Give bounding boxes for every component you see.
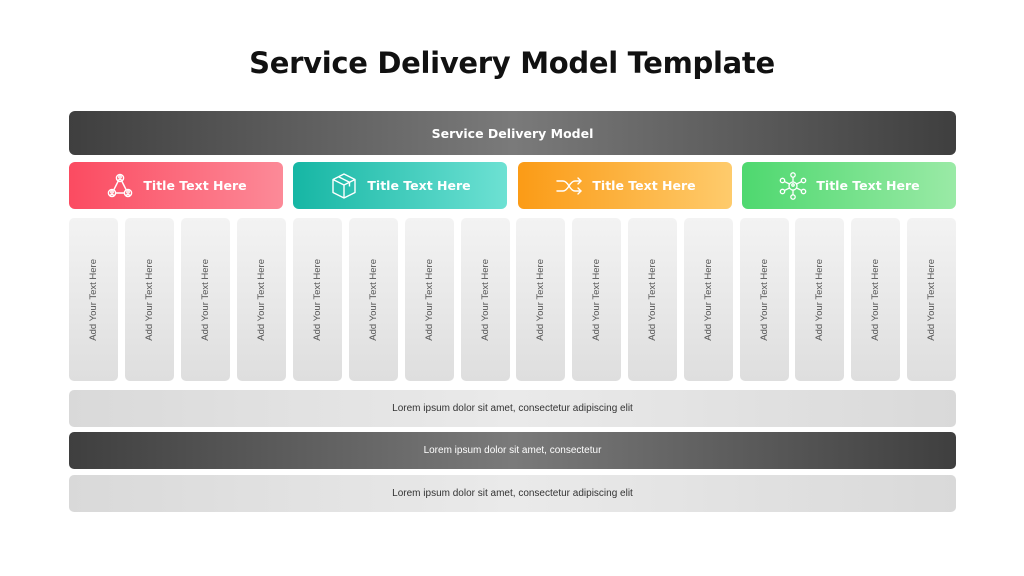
text-column: Add Your Text Here: [461, 218, 510, 381]
network-hub-icon: [778, 171, 808, 201]
text-column: Add Your Text Here: [181, 218, 230, 381]
category-header-1: Title Text Here: [69, 162, 283, 209]
text-column: Add Your Text Here: [125, 218, 174, 381]
shuffle-icon: [554, 171, 584, 201]
page-title: Service Delivery Model Template: [249, 46, 775, 80]
text-column: Add Your Text Here: [572, 218, 621, 381]
model-header-label: Service Delivery Model: [431, 125, 594, 141]
text-column: Add Your Text Here: [237, 218, 286, 381]
text-column: Add Your Text Here: [684, 218, 733, 381]
text-column: Add Your Text Here: [405, 218, 454, 381]
footer-row-text: Lorem ipsum dolor sit amet, consectetur …: [392, 488, 633, 499]
box-icon: [329, 171, 359, 201]
footer-row-3: Lorem ipsum dolor sit amet, consectetur …: [69, 475, 956, 512]
category-title: Title Text Here: [592, 178, 696, 193]
category-title: Title Text Here: [143, 178, 247, 193]
category-title: Title Text Here: [367, 178, 471, 193]
category-header-4: Title Text Here: [742, 162, 956, 209]
text-column: Add Your Text Here: [628, 218, 677, 381]
category-title: Title Text Here: [816, 178, 920, 193]
footer-row-2: Lorem ipsum dolor sit amet, consectetur: [69, 432, 956, 469]
text-column: Add Your Text Here: [69, 218, 118, 381]
text-column: Add Your Text Here: [795, 218, 844, 381]
text-column: Add Your Text Here: [349, 218, 398, 381]
text-column: Add Your Text Here: [293, 218, 342, 381]
model-header-bar: Service Delivery Model: [69, 111, 956, 155]
team-network-icon: [105, 171, 135, 201]
text-column: Add Your Text Here: [516, 218, 565, 381]
text-column: Add Your Text Here: [907, 218, 956, 381]
category-header-3: Title Text Here: [518, 162, 732, 209]
footer-row-text: Lorem ipsum dolor sit amet, consectetur: [423, 445, 602, 456]
text-column: Add Your Text Here: [740, 218, 789, 381]
footer-row-1: Lorem ipsum dolor sit amet, consectetur …: [69, 390, 956, 427]
category-header-2: Title Text Here: [293, 162, 507, 209]
text-column: Add Your Text Here: [851, 218, 900, 381]
footer-row-text: Lorem ipsum dolor sit amet, consectetur …: [392, 403, 633, 414]
